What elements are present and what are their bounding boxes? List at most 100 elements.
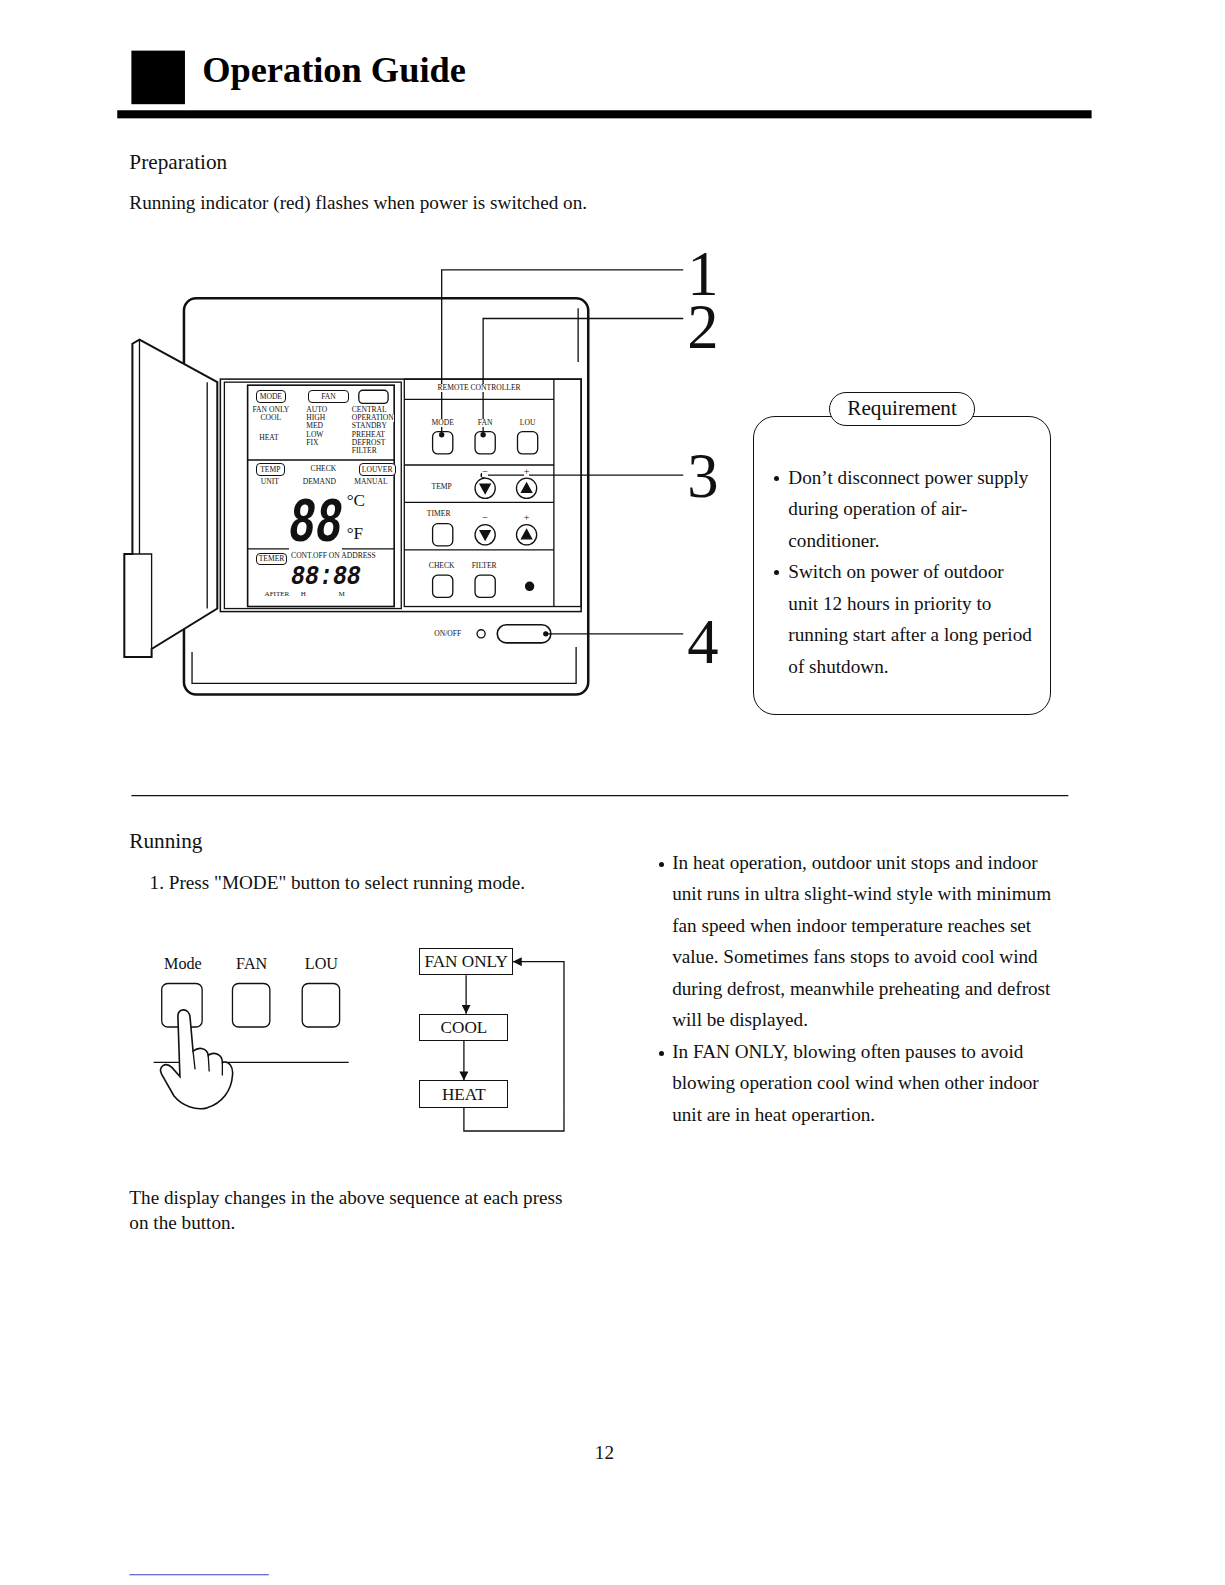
header-rule [117, 110, 1091, 118]
lcd-label: OPERATION [352, 414, 394, 422]
housing-inner-edge [192, 308, 578, 683]
button-label: TIMER [427, 510, 451, 518]
box-text: TEMER [259, 555, 285, 563]
bullet-text: Don’t disconnect power supply during ope… [788, 467, 1028, 551]
lcd-label: HIGH [306, 414, 325, 422]
lcd-key-box: TEMP [256, 463, 285, 476]
lcd-label: MANUAL [354, 478, 387, 486]
bullet-dot [659, 862, 664, 867]
button-sign: − [482, 467, 488, 477]
lcd-label: FAN ONLY [252, 406, 289, 414]
lcd-label: UNIT [261, 478, 279, 486]
flow-arrow [465, 975, 466, 1013]
lcd-label: HEAT [259, 434, 278, 442]
button-label: LOU [520, 419, 536, 427]
box-heading: Requirement [829, 392, 975, 426]
lcd-key-box: FAN [308, 390, 348, 403]
leader-line [483, 474, 683, 475]
section-heading: Preparation [129, 152, 227, 173]
leader-dot [440, 433, 444, 437]
lcd-label: CENTRAL [352, 406, 387, 414]
button-label: FAN [236, 956, 267, 972]
louver-button [517, 432, 537, 454]
panel-label: REMOTE CONTROLLER [438, 384, 521, 392]
front-panel [220, 379, 581, 611]
bullet-dot [774, 476, 779, 481]
note-text: The display changes in the above sequenc… [129, 1185, 574, 1236]
page-number: 12 [595, 1443, 614, 1462]
mode-box: HEAT [419, 1080, 508, 1107]
timer-arrows [480, 530, 532, 540]
lcd-blank-box [359, 390, 388, 403]
lcd-key-box: MODE [256, 390, 286, 403]
lcd-label: STANDBY [352, 422, 387, 430]
header-square [131, 51, 185, 105]
callout-number: 4 [687, 611, 718, 674]
fan-button [232, 984, 269, 1027]
hand-knuckles [193, 1051, 222, 1075]
section-rule [131, 795, 1068, 796]
bullet-item: Switch on power of outdoor unit 12 hours… [774, 556, 1036, 682]
flow-arrow [463, 1041, 464, 1080]
mode-box: COOL [419, 1014, 508, 1041]
lcd-display [248, 385, 395, 606]
bullet-note: In heat operation, outdoor unit stops an… [672, 847, 1066, 1036]
flap-edge [132, 340, 207, 649]
button-label: LOU [305, 956, 338, 972]
button-sign: + [524, 513, 530, 523]
callout-number: 3 [687, 445, 718, 508]
temp-arrows [480, 483, 532, 493]
bullet-note: In FAN ONLY, blowing often pauses to avo… [672, 1036, 1066, 1130]
button-sign: + [524, 467, 530, 477]
lcd-label: DEFROST [352, 439, 386, 447]
leader-line [483, 318, 683, 432]
button-label: Mode [164, 956, 202, 972]
leader-line [442, 270, 684, 433]
mode-box: FAN ONLY [419, 948, 512, 975]
leader-dot [544, 632, 548, 636]
button-label: TEMP [432, 483, 452, 491]
lcd-key-box: TEMER [256, 553, 288, 565]
bullet-item: Don’t disconnect power supply during ope… [774, 462, 1036, 556]
timer-button [433, 524, 453, 546]
lcd-clock: 88:88 [291, 564, 361, 592]
lcd-frame [224, 382, 401, 608]
requirement-box: RequirementDon’t disconnect power supply… [753, 416, 1051, 714]
lcd-label: AUTO [306, 406, 327, 414]
bullet-dot [774, 570, 779, 575]
box-text: LOUVER [362, 466, 393, 474]
button-sign: − [482, 513, 488, 523]
button-panel [404, 379, 581, 606]
box-text: FAN [321, 393, 336, 401]
leader-line [546, 633, 683, 634]
lcd-label: CHECK [311, 465, 337, 473]
button-label: MODE [432, 419, 454, 427]
box-text: COOL [441, 1019, 488, 1036]
lcd-label: PREHEAT [352, 431, 385, 439]
step-text: 1. Press "MODE" button to select running… [150, 873, 525, 892]
lcd-label: COOL [261, 414, 282, 422]
running-indicator [477, 630, 485, 638]
page-title: Operation Guide [202, 52, 466, 88]
box-text: HEAT [442, 1086, 486, 1103]
box-text: MODE [260, 393, 282, 401]
lcd-unit: °F [347, 525, 363, 542]
lcd-key-box: LOUVER [359, 463, 396, 476]
footer-link-line [129, 1574, 268, 1575]
pressing-hand [161, 1010, 233, 1109]
button-label: ON/OFF [434, 630, 461, 638]
button-label: FAN [478, 419, 493, 427]
controller-flap [124, 340, 217, 657]
button-label: CHECK [429, 562, 455, 570]
mode-button [433, 432, 453, 454]
controller-housing [184, 298, 588, 694]
lcd-label: DEMAND [303, 478, 336, 486]
body-text: Running indicator (red) flashes when pow… [129, 193, 587, 212]
louver-button [302, 984, 339, 1027]
reset-hole [526, 582, 534, 590]
callout-number: 2 [687, 296, 718, 359]
box-text: TEMP [260, 466, 280, 474]
lcd-label: FIX [306, 439, 318, 447]
